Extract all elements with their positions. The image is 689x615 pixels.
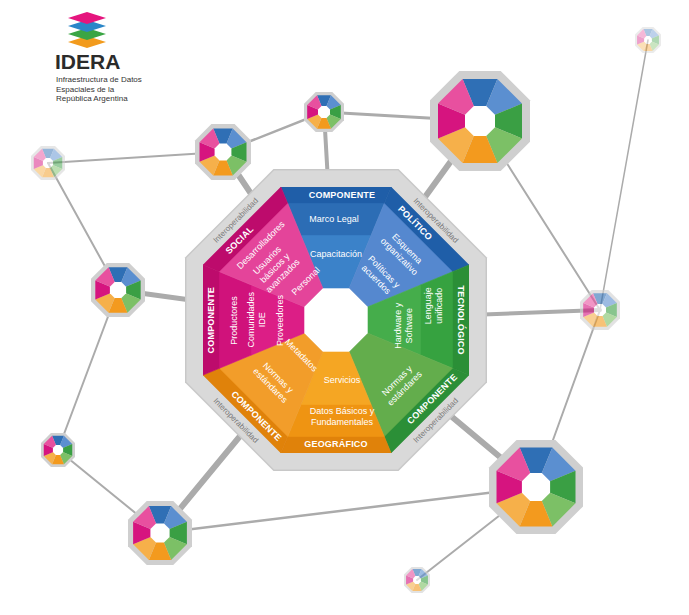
component-band (452, 265, 469, 375)
piece-label: Comunidades IDE (246, 288, 268, 352)
network-line (600, 40, 648, 310)
piece-label: Proveedores (275, 285, 286, 355)
logo-mark (68, 12, 106, 48)
puzzle-piece (420, 272, 453, 369)
puzzle-piece-box: Hardware y Software (392, 296, 416, 356)
puzzle-piece-box: Datos Básicos y Fundamentales (298, 405, 386, 429)
component-title: COMPONENTE (309, 190, 376, 200)
puzzle-piece-box: Proveedores (274, 283, 287, 357)
center-hole (304, 288, 368, 352)
puzzle-piece-box: Productores (228, 283, 241, 357)
piece-label: Marco Legal (299, 214, 369, 225)
network-node (31, 146, 65, 180)
piece-label: Productores (229, 285, 240, 355)
puzzle-piece (288, 404, 385, 437)
network-node (195, 124, 251, 180)
network-node (128, 501, 192, 565)
interoperability-ring (187, 171, 486, 470)
network-node (635, 27, 661, 53)
network-node (489, 440, 583, 534)
component-band (281, 187, 391, 204)
component-band (281, 436, 391, 453)
network-node (580, 290, 620, 330)
puzzle-piece-box: Capacitación (302, 248, 370, 261)
puzzle-piece-box: Comunidades IDE (245, 286, 269, 354)
puzzle-piece (288, 204, 385, 237)
network-node (91, 263, 145, 317)
component-title: COMPONENTE (206, 287, 216, 354)
interoperability-ring-edge (185, 169, 487, 471)
network-lines (48, 40, 648, 580)
component-title: TECNOLÓGICO (455, 285, 465, 354)
piece-label: Hardware y Software (393, 298, 415, 354)
network-line (160, 487, 536, 533)
piece-label: Servicios (312, 375, 372, 386)
piece-label: Datos Básicos y Fundamentales (300, 406, 384, 428)
piece-label: Lenguaje unificado (423, 279, 445, 333)
logo-subtitle: Infraestructura de Datos Espaciales de l… (56, 75, 152, 104)
network-node (304, 92, 344, 132)
puzzle-piece-box: Lenguaje unificado (422, 277, 446, 335)
puzzle-piece-box: Servicios (310, 374, 374, 387)
logo-title: IDERA (55, 50, 120, 74)
network-node (404, 567, 430, 593)
component-band (203, 265, 220, 375)
component-title: GEOGRÁFICO (304, 439, 368, 449)
puzzle-piece-box: Marco Legal (297, 213, 371, 226)
logo-layer (68, 12, 106, 24)
network-node (41, 433, 75, 467)
piece-label: Capacitación (304, 249, 368, 260)
network-node (430, 71, 530, 171)
